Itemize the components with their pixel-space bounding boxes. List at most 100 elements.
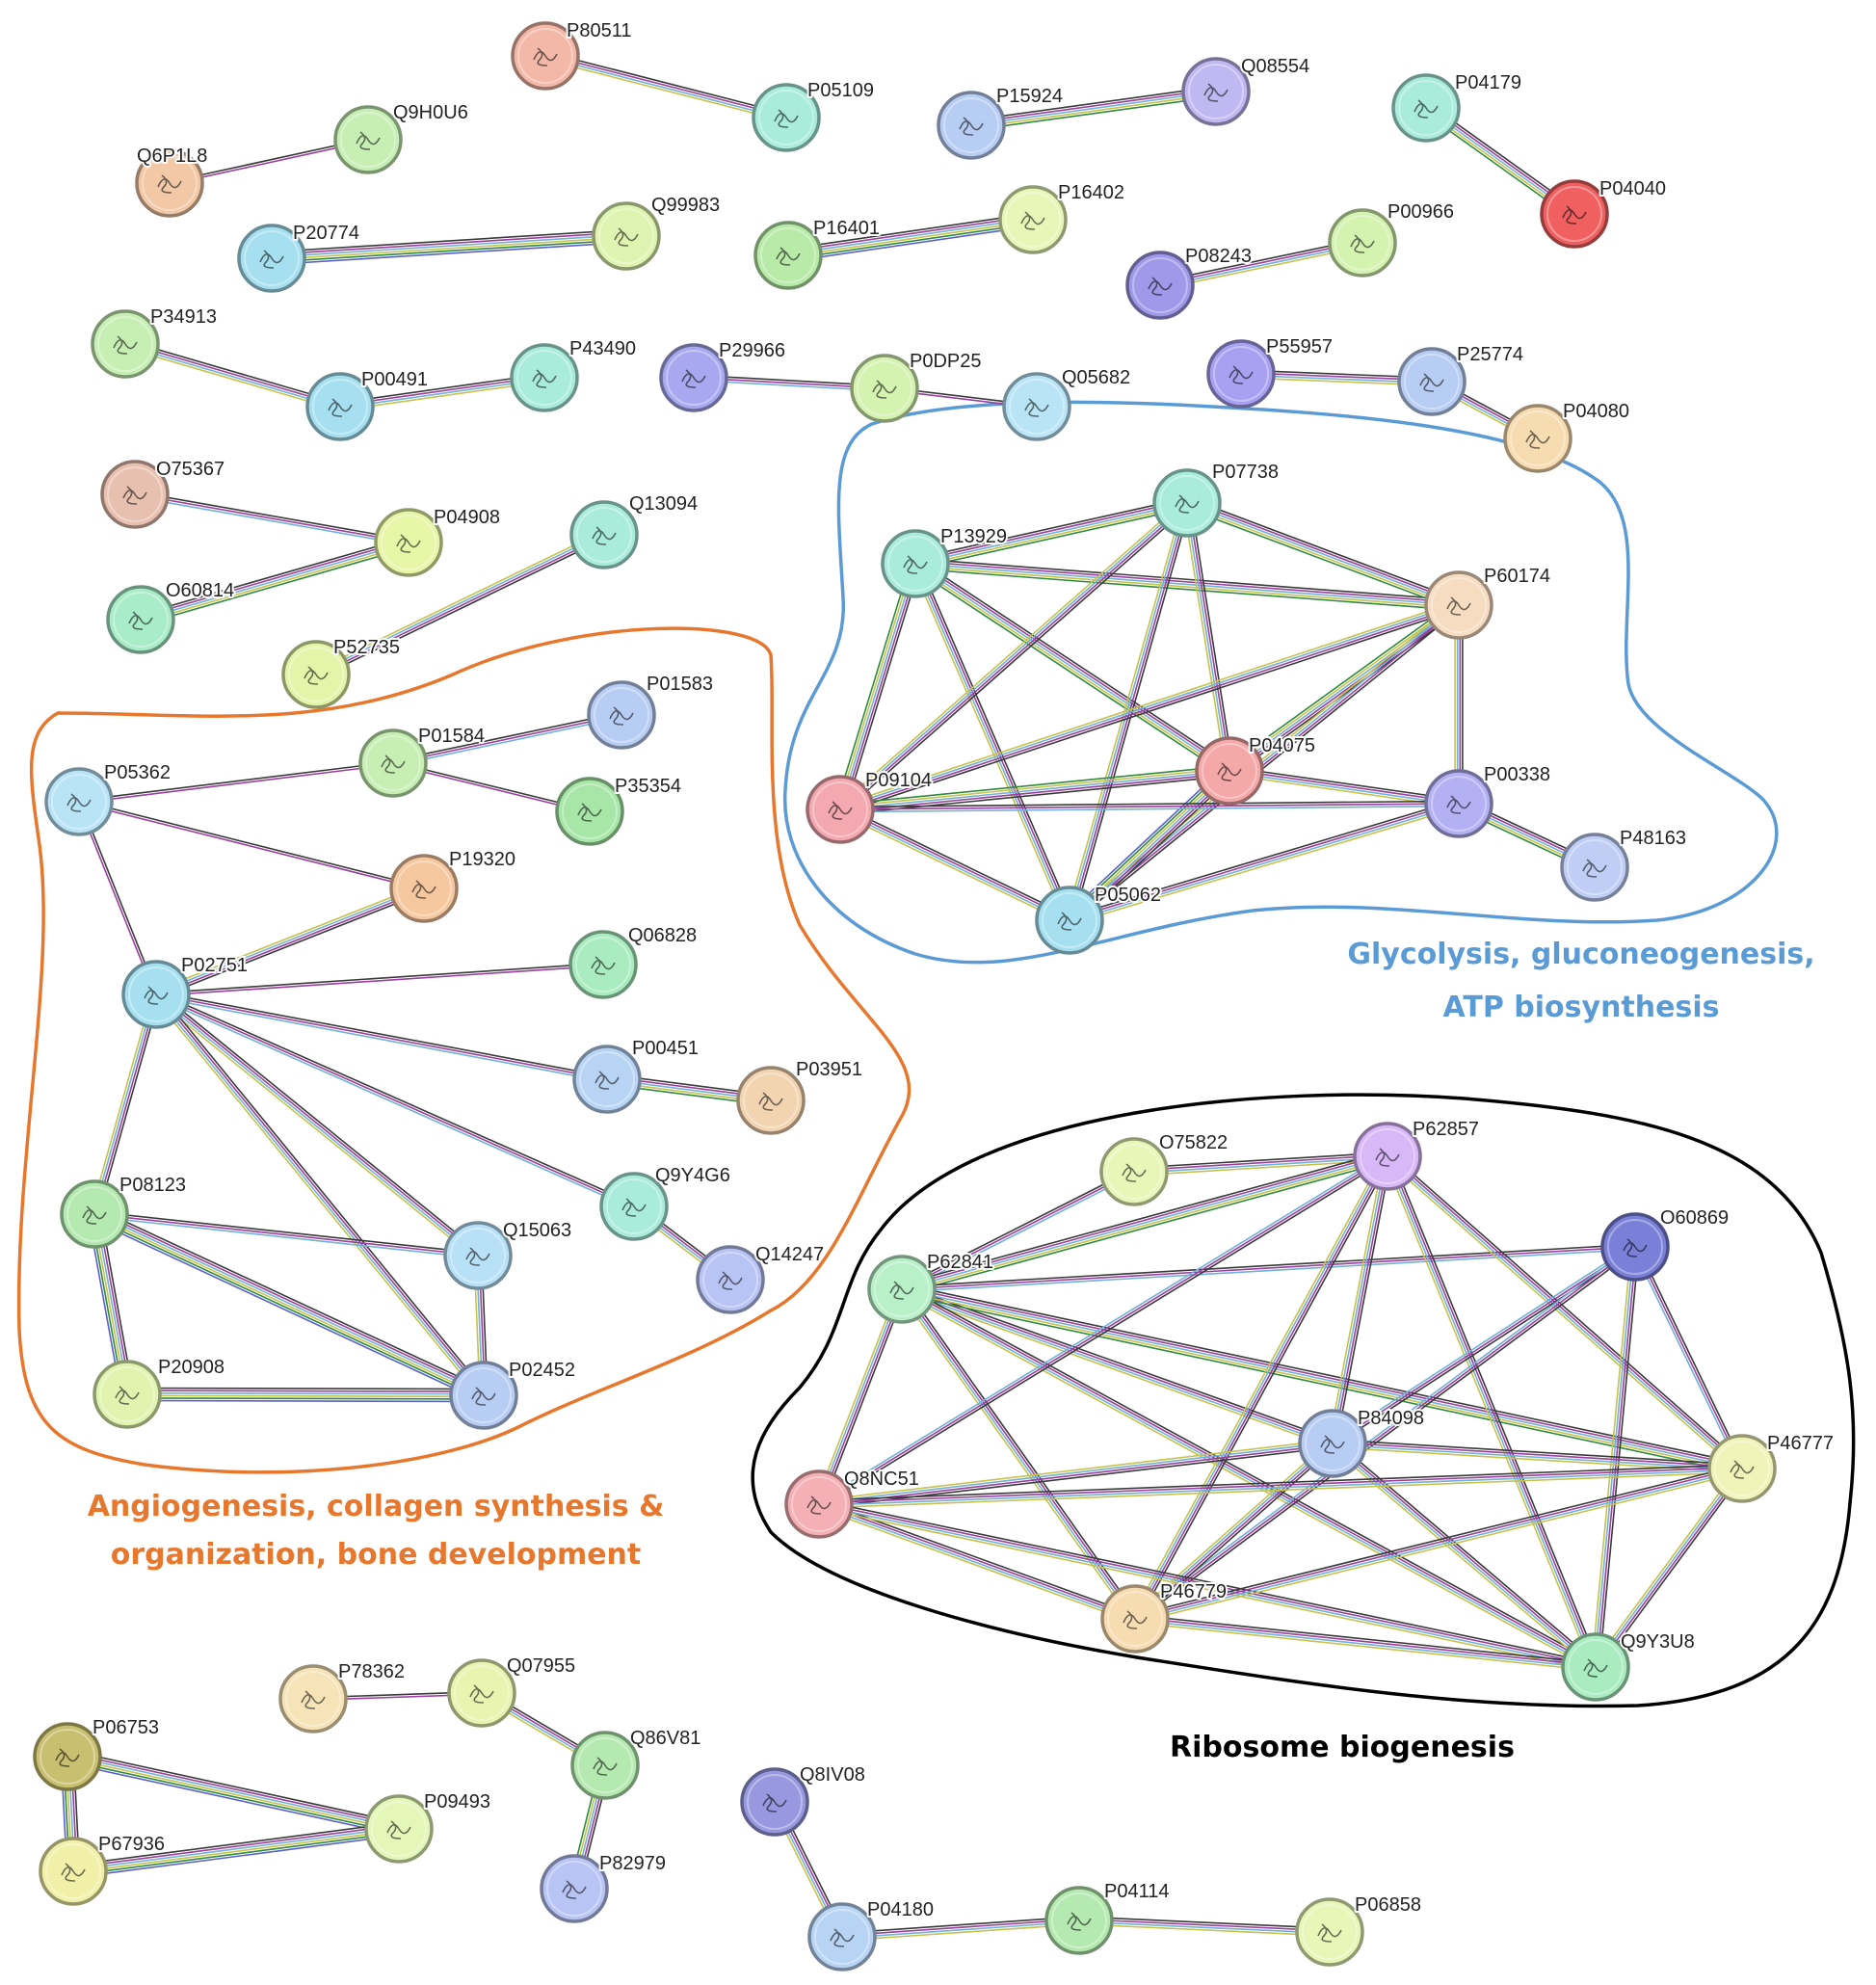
node-P16401[interactable]: P16401 — [753, 216, 882, 290]
node-P04179[interactable]: P04179 — [1391, 70, 1523, 143]
edge-strand — [135, 490, 410, 542]
node-P02751[interactable]: P02751 — [121, 953, 250, 1029]
node-P04114[interactable]: P04114 — [1044, 1879, 1171, 1955]
node-P16402[interactable]: P16402 — [998, 180, 1126, 254]
node-P19320[interactable]: P19320 — [389, 847, 517, 923]
edge-strand — [817, 1153, 1387, 1503]
node-P01584[interactable]: P01584 — [358, 724, 487, 798]
cluster-label-angiogenesis: organization, bone development — [111, 1538, 642, 1572]
node-P06753[interactable]: P06753 — [33, 1715, 161, 1791]
node-P29966[interactable]: P29966 — [659, 338, 787, 412]
node-P60174[interactable]: P60174 — [1424, 564, 1552, 640]
node-P0DP25[interactable]: P0DP25 — [850, 349, 984, 423]
node-O75822[interactable]: O75822 — [1099, 1130, 1229, 1206]
node-P82979[interactable]: P82979 — [540, 1851, 668, 1923]
node-P62841[interactable]: P62841 — [867, 1250, 995, 1324]
edge-strand — [818, 1466, 1742, 1504]
edges — [60, 51, 1746, 1942]
node-P04040[interactable]: P04040 — [1540, 176, 1668, 249]
node-P07738[interactable]: P07738 — [1152, 460, 1281, 538]
edge-P62857-P46779 — [1130, 1153, 1392, 1622]
edge-P07738-P09104 — [836, 499, 1191, 813]
node-Q8IV08[interactable]: Q8IV08 — [740, 1762, 867, 1837]
node-P06858[interactable]: P06858 — [1295, 1892, 1423, 1967]
node-P84098[interactable]: P84098 — [1298, 1406, 1426, 1478]
node-P20908[interactable]: P20908 — [92, 1355, 226, 1429]
node-Q6P1L8[interactable]: Q6P1L8 — [135, 144, 209, 218]
edge-P62841-O75822 — [900, 1168, 1136, 1293]
protein-structure-icon — [465, 1247, 490, 1266]
node-P04075[interactable]: P04075 — [1195, 733, 1317, 806]
edge-strand — [902, 1248, 1636, 1293]
node-P34913[interactable]: P34913 — [91, 304, 219, 379]
node-Q08554[interactable]: Q08554 — [1181, 54, 1311, 126]
node-P01583[interactable]: P01583 — [587, 672, 715, 750]
node-Q99983[interactable]: Q99983 — [592, 193, 722, 271]
node-P00451[interactable]: P00451 — [572, 1036, 700, 1114]
protein-structure-icon — [621, 1198, 647, 1217]
node-Q8NC51[interactable]: Q8NC51 — [784, 1467, 921, 1539]
node-P04908[interactable]: P04908 — [374, 505, 502, 577]
node-P48163[interactable]: P48163 — [1560, 826, 1688, 902]
node-Q06828[interactable]: Q06828 — [568, 923, 699, 999]
node-P13929[interactable]: P13929 — [881, 524, 1009, 598]
node-P03951[interactable]: P03951 — [736, 1057, 864, 1135]
node-P52735[interactable]: P52735 — [281, 635, 402, 709]
node-sheen — [1714, 1441, 1770, 1496]
node-Q86V81[interactable]: Q86V81 — [570, 1726, 702, 1800]
node-O60869[interactable]: O60869 — [1600, 1205, 1731, 1282]
node-P46777[interactable]: P46777 — [1707, 1431, 1836, 1503]
node-label: P04908 — [434, 507, 500, 528]
edge-strand — [842, 1923, 1080, 1942]
node-Q13094[interactable]: Q13094 — [569, 491, 700, 569]
node-P78362[interactable]: P78362 — [278, 1659, 407, 1734]
node-P04080[interactable]: P04080 — [1503, 399, 1631, 473]
node-P15924[interactable]: P15924 — [937, 84, 1065, 160]
edge-strand — [1332, 1246, 1636, 1444]
node-P05362[interactable]: P05362 — [44, 760, 172, 836]
node-P02452[interactable]: P02452 — [449, 1358, 577, 1430]
node-P09493[interactable]: P09493 — [364, 1789, 492, 1864]
cluster-label-ribosome: Ribosome biogenesis — [1170, 1731, 1515, 1764]
node-P67936[interactable]: P67936 — [39, 1832, 167, 1906]
node-P35354[interactable]: P35354 — [555, 774, 683, 846]
node-P05109[interactable]: P05109 — [752, 78, 876, 152]
node-P55957[interactable]: P55957 — [1206, 334, 1334, 409]
node-sheen — [285, 1671, 341, 1727]
node-label: P05109 — [807, 80, 874, 101]
node-P25774[interactable]: P25774 — [1397, 342, 1525, 416]
edge-strand — [1184, 507, 1458, 611]
edge-strand — [77, 802, 156, 995]
protein-structure-icon — [55, 1748, 80, 1767]
node-P00966[interactable]: P00966 — [1328, 199, 1456, 278]
node-Q15063[interactable]: Q15063 — [443, 1218, 573, 1290]
node-P20774[interactable]: P20774 — [237, 221, 361, 293]
node-Q9H0U6[interactable]: Q9H0U6 — [333, 100, 470, 174]
node-label: P46777 — [1767, 1433, 1834, 1454]
node-P09104[interactable]: P09104 — [806, 768, 934, 844]
node-sheen — [1042, 892, 1097, 948]
node-O60814[interactable]: O60814 — [106, 578, 236, 654]
node-P43490[interactable]: P43490 — [510, 336, 638, 412]
node-P05062[interactable]: P05062 — [1035, 883, 1163, 955]
node-P08243[interactable]: P08243 — [1125, 244, 1254, 320]
node-P46779[interactable]: P46779 — [1100, 1579, 1229, 1654]
node-P08123[interactable]: P08123 — [60, 1173, 188, 1249]
node-Q9Y3U8[interactable]: Q9Y3U8 — [1561, 1629, 1697, 1702]
node-P80511[interactable]: P80511 — [511, 18, 633, 91]
edge-strand — [139, 537, 408, 616]
node-O75367[interactable]: O75367 — [100, 457, 226, 529]
node-P00338[interactable]: P00338 — [1424, 762, 1552, 838]
node-P62857[interactable]: P62857 — [1353, 1117, 1481, 1191]
node-Q9Y4G6[interactable]: Q9Y4G6 — [599, 1163, 732, 1241]
edge-P08123-Q15063 — [93, 1210, 479, 1259]
node-Q07955[interactable]: Q07955 — [447, 1654, 577, 1728]
edge-strand — [1137, 1157, 1392, 1622]
edge-strand — [1132, 1244, 1634, 1618]
node-P00491[interactable]: P00491 — [305, 367, 430, 441]
node-Q05682[interactable]: Q05682 — [1002, 365, 1132, 441]
node-P04180[interactable]: P04180 — [807, 1897, 936, 1972]
edge-strand — [1229, 771, 1459, 807]
edge-strand — [818, 1504, 1135, 1621]
node-Q14247[interactable]: Q14247 — [696, 1242, 826, 1314]
